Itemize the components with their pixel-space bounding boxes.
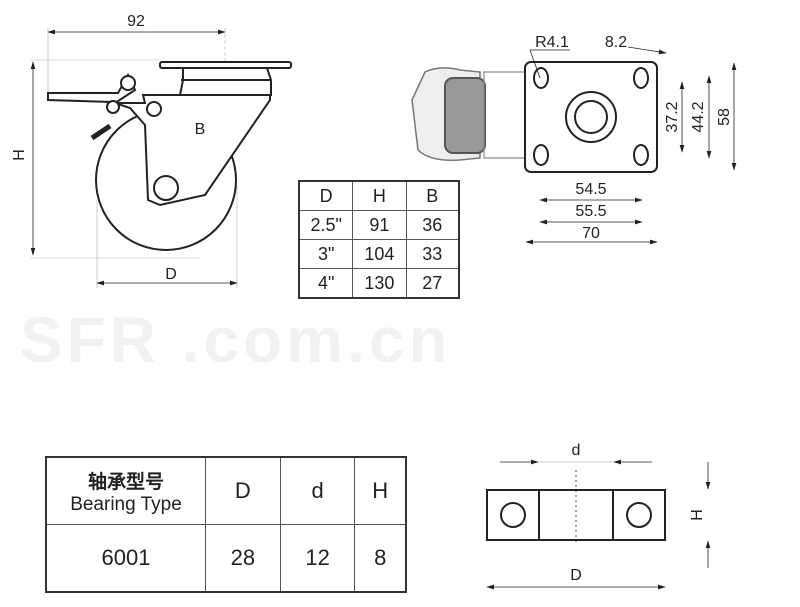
cell: 3" — [298, 239, 354, 269]
cell: 4" — [298, 268, 354, 299]
cell: 130 — [352, 268, 407, 299]
cell: 28 — [205, 524, 281, 593]
width-92-label: 92 — [127, 13, 145, 30]
bearing-table: 轴承型号 Bearing Type D d H 6001 28 12 8 — [45, 456, 407, 593]
radius-label: R4.1 — [535, 34, 569, 51]
cell: 91 — [352, 210, 407, 240]
table-row: 6001 28 12 8 — [45, 524, 407, 593]
wheel-d-label: D — [165, 266, 177, 283]
table-row: 2.5" 91 36 — [298, 210, 460, 240]
header-b: B — [405, 180, 460, 211]
caster-top-view — [411, 46, 737, 245]
bearing-section-view — [486, 459, 711, 590]
bearing-height-label: H — [689, 509, 706, 521]
header-d-outer: D — [205, 456, 281, 525]
table-header-row: D H B — [298, 180, 460, 211]
cell: 6001 — [45, 524, 206, 593]
hole-spacing-y-outer: 44.2 — [690, 101, 707, 132]
wheel-size-table: D H B 2.5" 91 36 3" 104 33 4" 130 27 — [298, 180, 460, 299]
cell: 36 — [405, 210, 460, 240]
header-h: H — [352, 180, 407, 211]
plate-height: 58 — [716, 108, 733, 126]
caster-side-view — [30, 28, 292, 288]
offset-b-label: B — [195, 121, 206, 138]
watermark: SFR .com.cn — [20, 304, 452, 376]
cell: 2.5" — [298, 210, 354, 240]
table-row: 3" 104 33 — [298, 239, 460, 269]
cell: 12 — [279, 524, 356, 593]
table-row: 4" 130 27 — [298, 268, 460, 299]
table-header-row: 轴承型号 Bearing Type D d H — [45, 456, 407, 525]
hole-spacing-y-inner: 37.2 — [664, 101, 681, 132]
slot-label: 8.2 — [605, 34, 627, 51]
hole-spacing-x-inner: 54.5 — [575, 181, 606, 198]
header-h: H — [354, 456, 407, 525]
cell: 33 — [405, 239, 460, 269]
cell: 27 — [405, 268, 460, 299]
header-d-inner: d — [279, 456, 356, 525]
bearing-inner-d-label: d — [572, 442, 581, 459]
header-bearing-type: 轴承型号 Bearing Type — [45, 456, 206, 525]
cell: 8 — [354, 524, 407, 593]
bearing-outer-d-label: D — [570, 567, 582, 584]
header-bearing-type-en: Bearing Type — [70, 493, 182, 515]
plate-width: 70 — [582, 225, 600, 242]
height-h-label: H — [11, 149, 28, 161]
header-bearing-type-cn: 轴承型号 — [87, 471, 164, 493]
hole-spacing-x-outer: 55.5 — [575, 203, 606, 220]
cell: 104 — [352, 239, 407, 269]
header-d: D — [298, 180, 354, 211]
